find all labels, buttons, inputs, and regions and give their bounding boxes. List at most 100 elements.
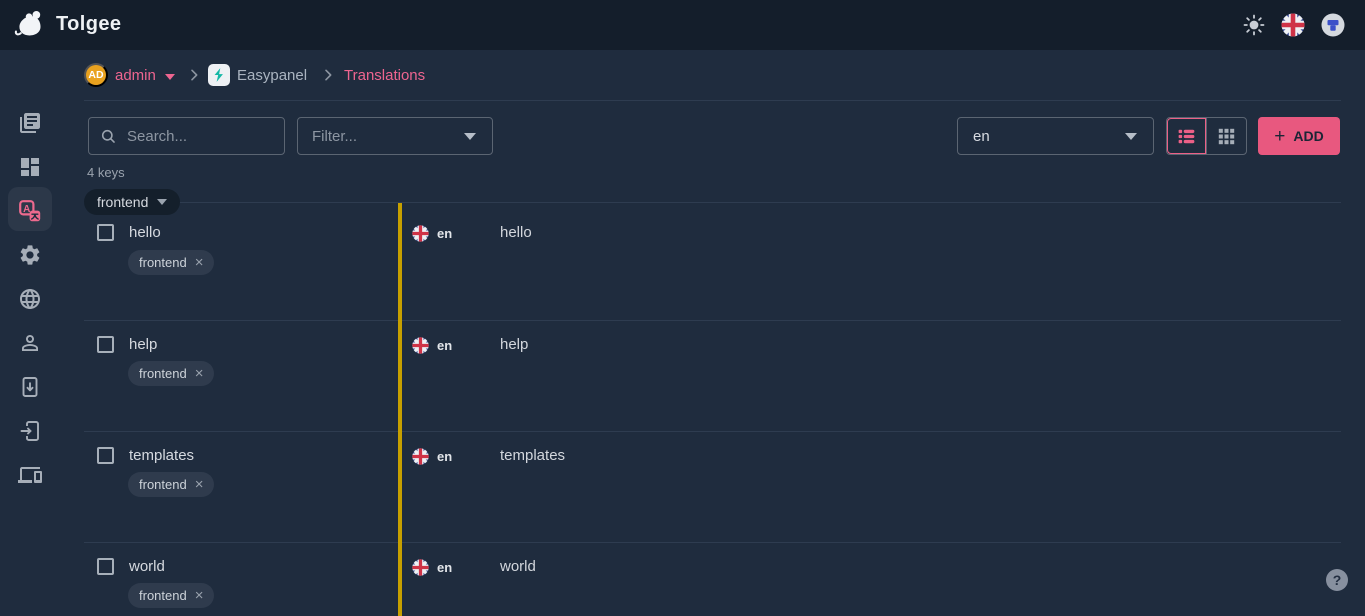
tag-chip[interactable]: frontend × — [128, 361, 215, 386]
sidebar-item-languages[interactable] — [18, 287, 42, 311]
tolgee-logo-icon — [14, 11, 41, 36]
devices-icon — [18, 467, 42, 483]
sun-icon — [1243, 14, 1265, 36]
breadcrumb-page-current: Translations — [344, 67, 426, 84]
search-icon — [101, 129, 115, 143]
translation-cell[interactable]: hello — [500, 224, 532, 241]
globe-icon — [20, 289, 40, 309]
person-icon — [22, 335, 38, 351]
namespace-filter-chip[interactable]: frontend — [84, 189, 181, 215]
sidebar-item-export[interactable] — [18, 375, 42, 399]
org-menu-chevron-down-icon[interactable] — [165, 74, 175, 80]
tag-label: frontend — [139, 255, 187, 270]
view-mode-toggle — [1166, 117, 1247, 155]
dashboard-icon — [21, 158, 39, 176]
row-checkbox[interactable] — [97, 558, 114, 575]
tag-label: frontend — [139, 588, 187, 603]
translation-cell[interactable]: templates — [500, 447, 566, 464]
key-name[interactable]: world — [129, 558, 165, 575]
translation-cell[interactable]: world — [500, 558, 536, 575]
tag-label: frontend — [139, 366, 187, 381]
table-row: templates frontend × en templates — [84, 432, 1341, 543]
remove-tag-icon[interactable]: × — [194, 365, 204, 382]
column-resize-divider[interactable] — [398, 203, 402, 616]
sidebar-item-integrate[interactable] — [18, 463, 42, 487]
uk-flag-icon — [412, 337, 429, 354]
tolgee-brand[interactable]: Tolgee — [13, 8, 121, 41]
breadcrumb-org-link[interactable]: admin — [115, 67, 156, 84]
chevron-down-icon — [157, 199, 168, 205]
remove-tag-icon[interactable]: × — [194, 254, 204, 271]
chevron-down-icon — [1125, 132, 1137, 140]
key-name[interactable]: hello — [129, 224, 161, 241]
sidebar-item-settings[interactable] — [18, 243, 42, 267]
org-avatar[interactable]: AD — [84, 63, 108, 87]
import-icon — [20, 421, 39, 441]
namespace-label: frontend — [97, 194, 149, 210]
key-name[interactable]: help — [129, 336, 158, 353]
grid-view-icon — [1218, 128, 1235, 144]
language-tag: en — [437, 560, 453, 575]
sidebar-item-projects[interactable] — [18, 111, 42, 135]
grid-view-button[interactable] — [1206, 118, 1246, 154]
tag-chip[interactable]: frontend × — [128, 583, 215, 608]
sidebar-active-highlight — [8, 187, 52, 231]
row-checkbox[interactable] — [97, 224, 114, 241]
language-column-select[interactable]: en — [957, 117, 1154, 155]
tag-chip[interactable]: frontend × — [128, 250, 215, 275]
list-view-button[interactable] — [1167, 118, 1206, 154]
list-view-icon — [1178, 129, 1195, 143]
row-checkbox[interactable] — [97, 336, 114, 353]
sidebar-item-translations[interactable]: A — [18, 199, 42, 223]
add-key-button[interactable]: + ADD — [1258, 117, 1340, 155]
language-switcher-button[interactable] — [1281, 13, 1305, 37]
theme-toggle-button[interactable] — [1242, 13, 1266, 37]
key-name[interactable]: templates — [129, 447, 195, 464]
row-checkbox[interactable] — [97, 447, 114, 464]
remove-tag-icon[interactable]: × — [194, 587, 204, 604]
filter-select[interactable]: Filter... — [297, 117, 493, 155]
sidebar-item-dashboard[interactable] — [18, 155, 42, 179]
chevron-down-icon — [464, 132, 476, 140]
tag-label: frontend — [139, 477, 187, 492]
svg-text:A: A — [23, 204, 30, 215]
breadcrumb-project-link[interactable]: Easypanel — [237, 67, 308, 84]
uk-flag-icon — [1281, 13, 1305, 37]
table-row: hello frontend × en hello — [84, 203, 1341, 321]
help-button[interactable]: ? — [1326, 569, 1348, 591]
avatar-identicon-icon — [1321, 13, 1345, 37]
language-tag: en — [437, 449, 453, 464]
top-bar: Tolgee — [0, 0, 1365, 50]
breadcrumb-separator-icon — [186, 67, 202, 83]
uk-flag-icon — [412, 448, 429, 465]
tag-chip[interactable]: frontend × — [128, 472, 215, 497]
user-avatar[interactable] — [1321, 13, 1345, 37]
library-books-icon — [20, 113, 40, 133]
filter-placeholder: Filter... — [312, 127, 358, 145]
language-tag: en — [437, 226, 453, 241]
translations-table: hello frontend × en hello help frontend … — [84, 202, 1341, 616]
gear-icon — [20, 245, 40, 265]
export-icon — [22, 377, 38, 397]
project-logo-icon — [208, 64, 230, 86]
sidebar: A — [0, 50, 60, 616]
table-row: world frontend × en world — [84, 543, 1341, 616]
language-selected-value: en — [973, 127, 990, 145]
sidebar-item-members[interactable] — [18, 331, 42, 355]
translation-cell[interactable]: help — [500, 336, 529, 353]
breadcrumb-separator-icon — [320, 67, 336, 83]
uk-flag-icon — [412, 559, 429, 576]
translate-icon: A — [19, 200, 41, 222]
remove-tag-icon[interactable]: × — [194, 476, 204, 493]
table-row: help frontend × en help — [84, 321, 1341, 432]
search-box — [88, 117, 285, 155]
keys-count-label: 4 keys — [87, 165, 125, 180]
app-title: Tolgee — [56, 13, 122, 35]
search-input[interactable] — [127, 127, 274, 145]
plus-icon: + — [1274, 125, 1286, 147]
sidebar-item-import[interactable] — [18, 419, 42, 443]
add-button-label: ADD — [1293, 128, 1324, 144]
breadcrumb-divider — [84, 100, 1341, 101]
language-tag: en — [437, 338, 453, 353]
